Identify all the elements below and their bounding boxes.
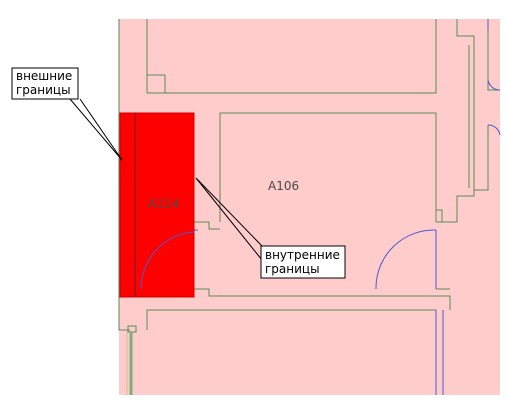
wall-right-edge-lower: [474, 125, 489, 191]
walls: [118, 19, 500, 395]
room-a114-selected[interactable]: [119, 112, 195, 298]
column-stub: [126, 325, 137, 395]
callout-outer: внешние границы: [11, 67, 123, 161]
wall-a106-door: [194, 221, 220, 230]
wall-outer-left: [118, 19, 130, 331]
callout-outer-line1: внешние: [16, 69, 72, 83]
wall-lower-corridor: [194, 288, 451, 310]
door-right-top-arc: [487, 79, 501, 91]
wall-right-edge: [487, 19, 500, 91]
callout-outer-line2: границы: [16, 83, 71, 97]
wall-right-corridor: [436, 19, 475, 223]
callout-outer-leader-2: [79, 98, 123, 161]
room-label-a106: А106: [268, 179, 299, 193]
wall-corner-box: [146, 74, 166, 94]
room-label-a114: А114: [148, 197, 179, 211]
door-a106-arc: [375, 229, 437, 290]
outside-area: [0, 300, 119, 401]
callout-outer-leader-1: [69, 98, 123, 161]
door-right-lower-arc: [487, 124, 501, 136]
callout-inner-line2: границы: [265, 262, 320, 276]
callout-outer-box: [11, 67, 79, 100]
wall-a106: [219, 112, 437, 222]
wall-top-room: [146, 19, 437, 94]
callout-inner-leader-1: [195, 177, 263, 247]
callout-inner-line1: внутренние: [265, 248, 340, 262]
callout-inner-box: [260, 245, 346, 279]
callout-inner-leader-2: [195, 177, 263, 261]
callout-inner: внутренние границы: [195, 177, 346, 279]
wall-a106-inner: [436, 209, 443, 222]
room-a114-door-arc: [140, 231, 195, 290]
